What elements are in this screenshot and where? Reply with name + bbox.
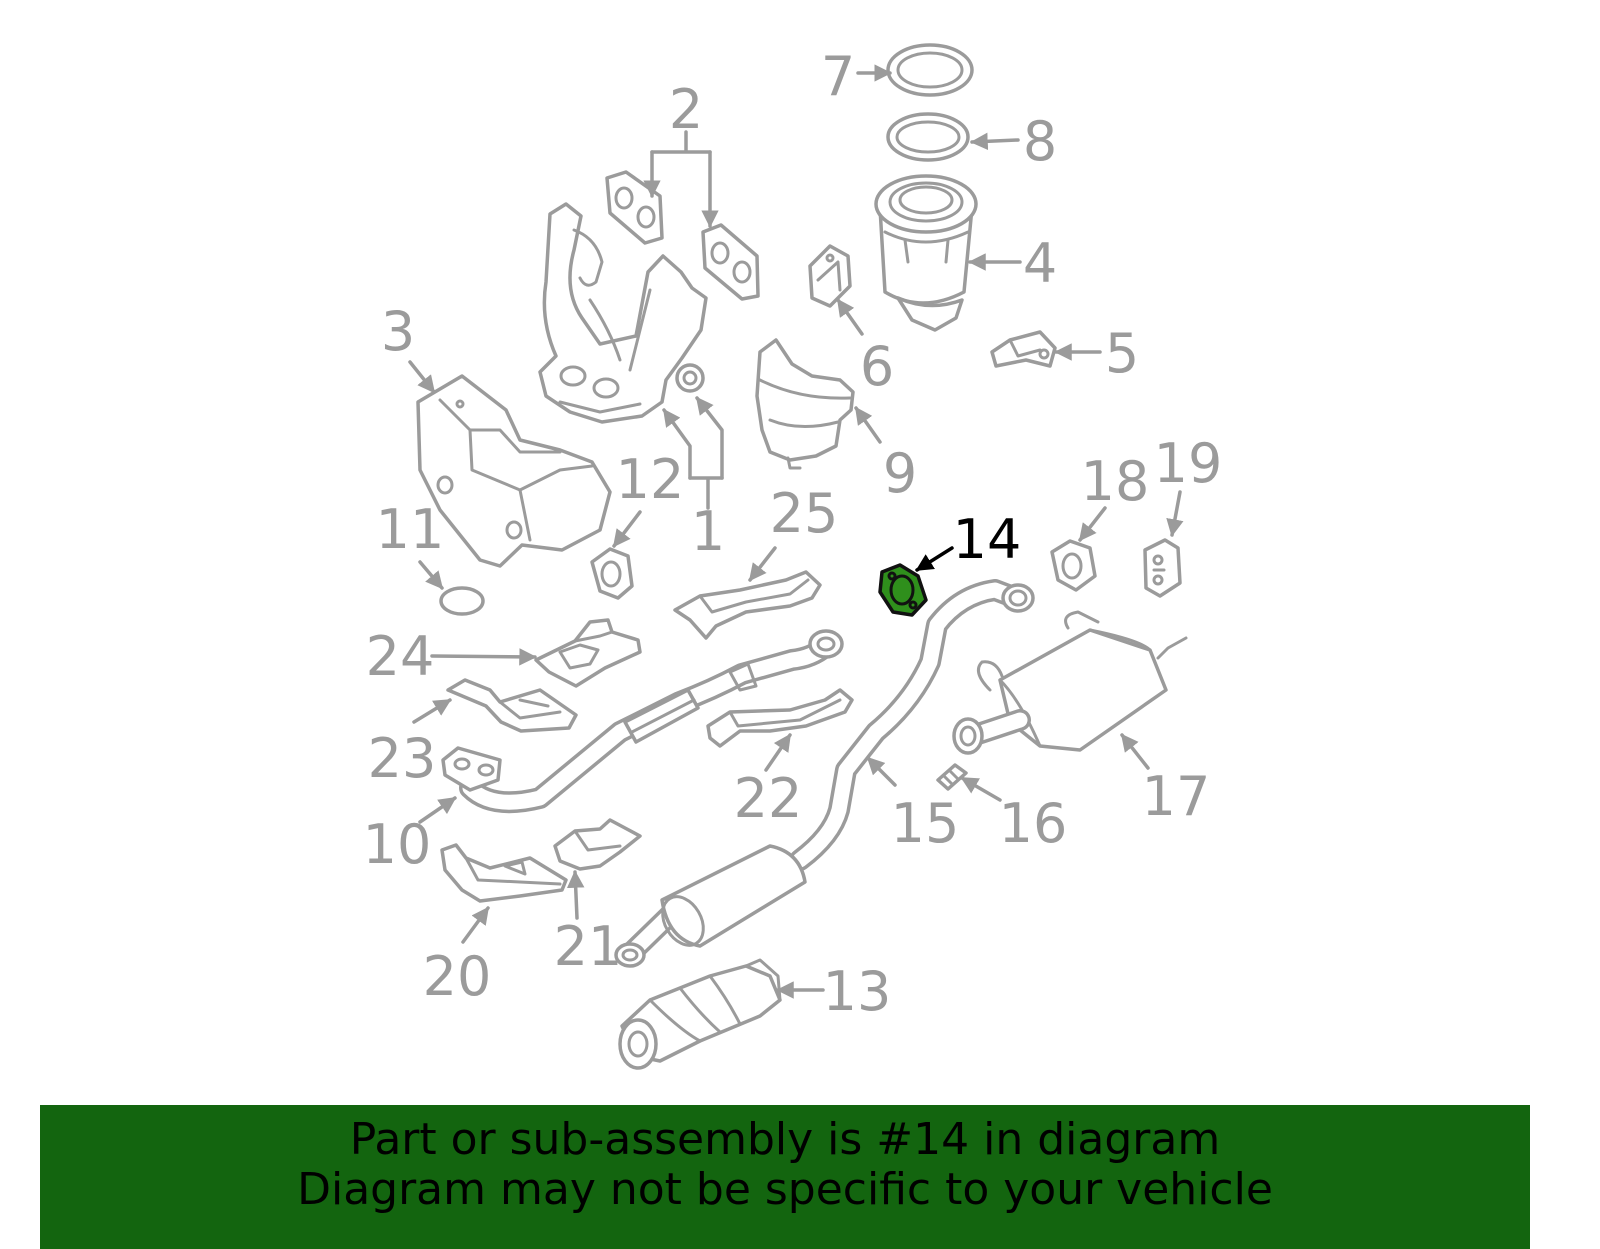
- part-17-muffler: [952, 610, 1188, 755]
- leader-24: [430, 648, 537, 666]
- part-22-pipe-shield: [706, 688, 854, 748]
- leader-21: [566, 870, 585, 920]
- leader-lines: [408, 64, 1184, 999]
- callout-16: 16: [999, 792, 1068, 855]
- leader-10: [418, 796, 457, 824]
- part-14-gasket: [878, 563, 928, 617]
- part-13-catalytic-converter: [618, 958, 782, 1070]
- part-12-bushing: [590, 547, 634, 600]
- part-3-heat-shield: [416, 374, 612, 568]
- notice-line-1: Part or sub-assembly is #14 in diagram: [349, 1114, 1221, 1165]
- leader-11: [418, 560, 444, 590]
- part-5-bracket: [990, 330, 1057, 368]
- callout-labels: 1 2 3 4 5 6 7 8 9 10 11 12 13 14 15 16 1…: [363, 45, 1223, 1023]
- part-2-manifold-gaskets: [605, 170, 760, 301]
- part-20-heat-shield: [440, 843, 568, 903]
- part-18-bushing: [1050, 539, 1097, 592]
- part-10-front-pipe: [441, 629, 844, 814]
- callout-18: 18: [1081, 450, 1150, 513]
- callout-10: 10: [363, 813, 432, 876]
- leader-25: [748, 546, 777, 582]
- callout-2: 2: [669, 78, 703, 141]
- notice-line-2: Diagram may not be specific to your vehi…: [297, 1164, 1273, 1215]
- leader-2-bracket: [650, 130, 712, 154]
- callout-3: 3: [381, 300, 415, 363]
- callout-14: 14: [953, 508, 1022, 571]
- callout-20: 20: [423, 945, 492, 1008]
- leader-1-bracket: [688, 476, 724, 510]
- part-1-stud-nut: [675, 363, 705, 393]
- leader-19: [1166, 490, 1184, 537]
- callout-5: 5: [1105, 322, 1139, 385]
- part-21-heat-shield: [553, 818, 642, 871]
- part-25-pipe-shield: [673, 570, 822, 640]
- callout-9: 9: [883, 442, 917, 505]
- callout-24: 24: [366, 625, 435, 688]
- part-7-gasket: [886, 43, 974, 97]
- leader-1b: [695, 396, 724, 480]
- leader-18: [1078, 506, 1107, 542]
- part-4-catalytic-converter: [874, 174, 978, 332]
- leader-14: [915, 546, 954, 572]
- leader-3: [408, 360, 436, 394]
- notice-banner: Part or sub-assembly is #14 in diagram D…: [40, 1105, 1530, 1249]
- leader-22: [764, 733, 792, 772]
- part-8-gasket: [886, 112, 970, 162]
- callout-25: 25: [770, 482, 839, 545]
- leader-9: [854, 406, 882, 444]
- callout-12: 12: [616, 448, 685, 511]
- callout-11: 11: [376, 498, 445, 561]
- part-1-exhaust-manifold: [538, 202, 708, 424]
- leader-15: [866, 756, 897, 787]
- part-19-hanger: [1143, 538, 1182, 598]
- leader-23: [412, 698, 452, 724]
- part-24-heat-shield: [534, 618, 642, 688]
- part-23-heat-shield: [446, 678, 578, 733]
- callout-15: 15: [891, 792, 960, 855]
- callout-7: 7: [821, 45, 855, 108]
- callout-22: 22: [734, 767, 803, 830]
- callout-4: 4: [1023, 232, 1057, 295]
- part-9-heat-shield: [755, 338, 855, 470]
- part-16-bolt: [936, 763, 968, 791]
- leader-17: [1120, 733, 1150, 770]
- part-6-bracket: [808, 244, 852, 308]
- leader-8: [970, 132, 1020, 151]
- leader-6: [836, 298, 864, 336]
- callout-17: 17: [1142, 765, 1211, 828]
- part-15-center-pipe: [614, 579, 1035, 968]
- leader-1a: [662, 408, 692, 480]
- callout-23: 23: [368, 727, 437, 790]
- leader-12: [612, 510, 642, 548]
- leader-16: [960, 776, 1002, 802]
- callout-21: 21: [554, 915, 623, 978]
- callout-13: 13: [823, 960, 892, 1023]
- callout-8: 8: [1023, 110, 1057, 173]
- callout-6: 6: [860, 335, 894, 398]
- callout-1: 1: [691, 500, 725, 563]
- callout-19: 19: [1154, 432, 1223, 495]
- part-11-gasket-ring: [439, 586, 485, 616]
- leader-20: [461, 906, 490, 944]
